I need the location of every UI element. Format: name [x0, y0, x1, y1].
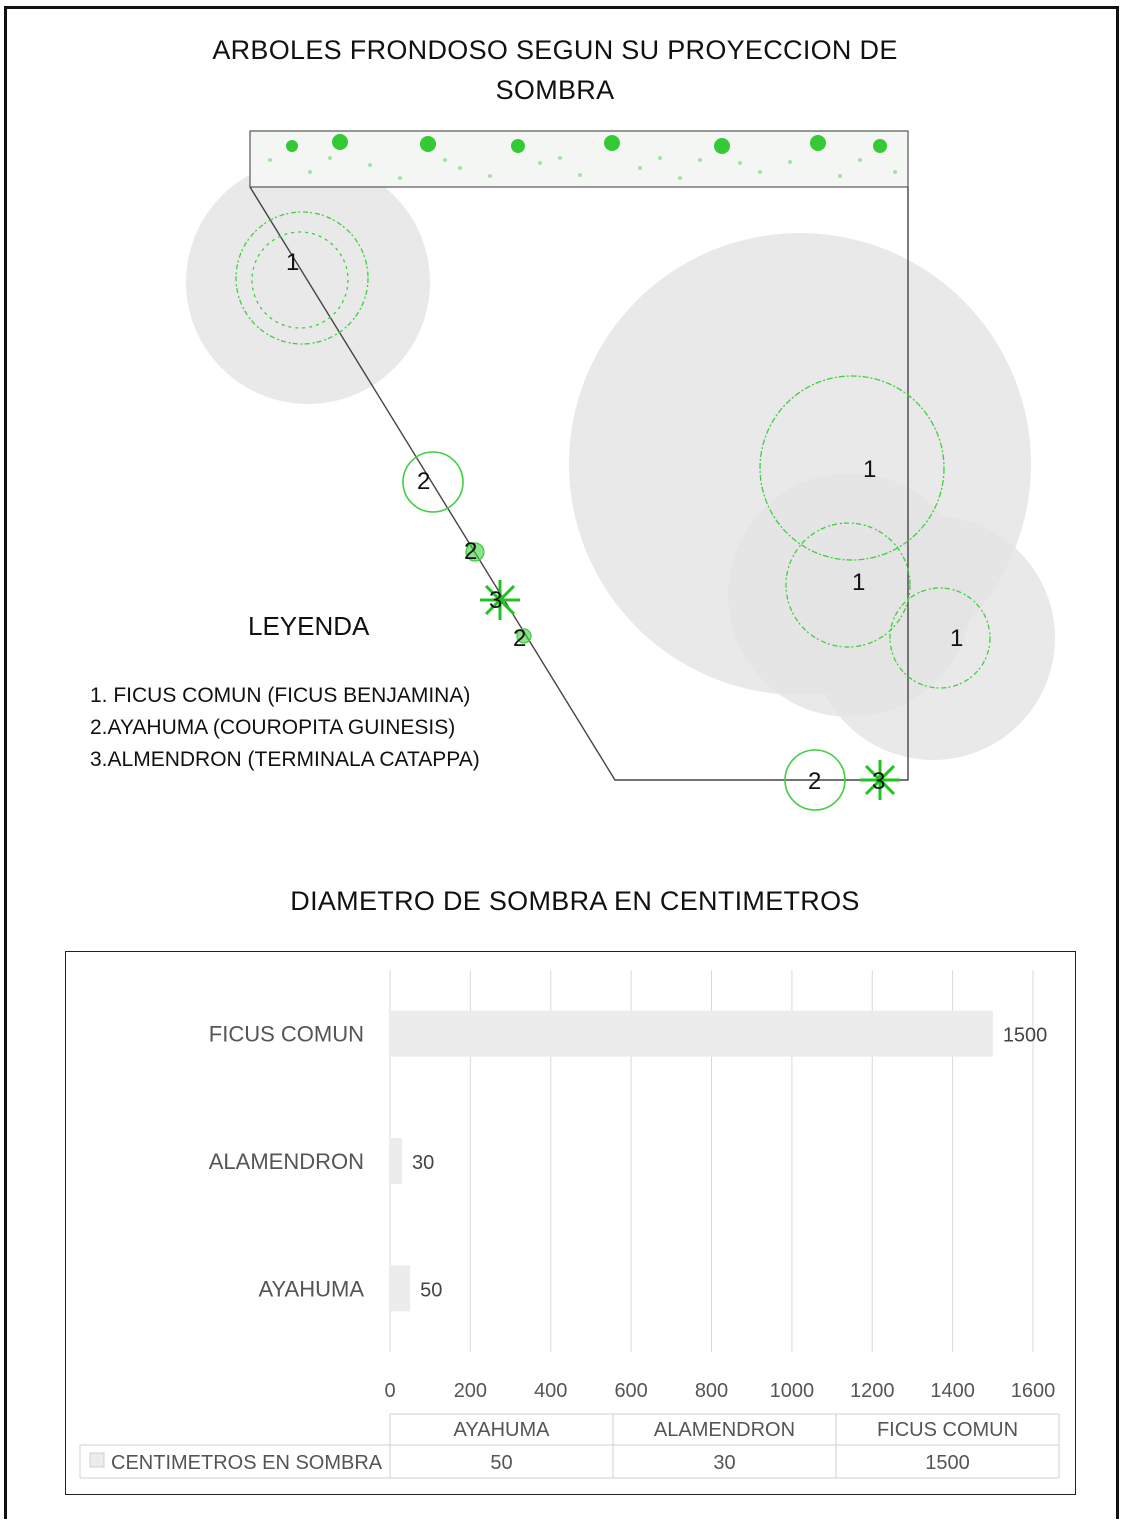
- x-tick-label: 1200: [850, 1380, 895, 1402]
- tree-marker: 2: [464, 538, 477, 565]
- category-label: FICUS COMUN: [209, 1022, 364, 1047]
- data-label: 50: [420, 1279, 442, 1301]
- bar: [390, 1265, 411, 1312]
- ayahuma-canopy: [465, 542, 485, 562]
- bar: [390, 1138, 403, 1184]
- ficus-canopy: [235, 211, 369, 345]
- category-label: ALAMENDRON: [209, 1149, 364, 1174]
- shade-circles: [186, 160, 1055, 760]
- ficus-canopy: [251, 231, 349, 329]
- lot-boundary: [249, 186, 909, 781]
- tree-marker: 1: [852, 569, 865, 596]
- ficus-canopy: [785, 522, 911, 648]
- x-tick-label: 600: [614, 1380, 647, 1402]
- legend-title: LEYENDA: [248, 611, 370, 641]
- data-label: 30: [412, 1152, 434, 1174]
- x-tick-label: 200: [454, 1380, 487, 1402]
- table-header: FICUS COMUN: [877, 1419, 1018, 1441]
- tree-marker: 1: [863, 456, 876, 483]
- tree-markers: 1 1 1 1 2 2 2 2 3 3: [286, 249, 963, 795]
- table-header: AYAHUMA: [454, 1419, 551, 1441]
- tree-canopies: [235, 211, 991, 811]
- data-label: 1500: [1003, 1025, 1048, 1047]
- almendron-canopies: [480, 580, 900, 800]
- chart-title: DIAMETRO DE SOMBRA EN CENTIMETROS: [290, 886, 860, 916]
- tree-marker: 2: [808, 768, 821, 795]
- x-tick-label: 1000: [770, 1380, 815, 1402]
- table-value: 1500: [925, 1452, 970, 1474]
- diagram-title-line2: SOMBRA: [495, 75, 615, 105]
- page-frame: [4, 6, 1119, 1519]
- ayahuma-canopy: [402, 451, 464, 513]
- tree-marker: 3: [872, 768, 885, 795]
- ficus-canopy: [889, 587, 991, 689]
- shade-circle: [811, 516, 1055, 760]
- legend-item: 3.ALMENDRON (TERMINALA CATAPPA): [90, 748, 480, 771]
- ficus-canopy: [759, 375, 945, 561]
- planter-strip: [249, 130, 909, 188]
- diagram-title-line1: ARBOLES FRONDOSO SEGUN SU PROYECCION DE: [212, 35, 898, 65]
- ayahuma-canopy: [516, 628, 532, 644]
- x-tick-label: 0: [384, 1380, 395, 1402]
- legend-swatch: [89, 1452, 105, 1468]
- tree-marker: 3: [489, 587, 502, 614]
- tree-marker: 2: [513, 625, 526, 652]
- tree-marker: 2: [417, 468, 430, 495]
- x-tick-label: 400: [534, 1380, 567, 1402]
- table-value: 50: [490, 1452, 512, 1474]
- ayahuma-canopy: [784, 749, 846, 811]
- x-tick-label: 1600: [1011, 1380, 1056, 1402]
- series-name: CENTIMETROS EN SOMBRA: [111, 1452, 383, 1474]
- category-label: AYAHUMA: [258, 1276, 364, 1301]
- table-value: 30: [713, 1452, 735, 1474]
- bar: [390, 1010, 993, 1057]
- legend-item: 1. FICUS COMUN (FICUS BENJAMINA): [90, 684, 471, 707]
- tree-marker: 1: [950, 625, 963, 652]
- legend-list: 1. FICUS COMUN (FICUS BENJAMINA) 2.AYAHU…: [90, 680, 480, 776]
- table-header: ALAMENDRON: [654, 1419, 795, 1441]
- site-plan: 1 1 1 1 2 2 2 2 3 3: [186, 130, 1055, 811]
- x-tick-label: 800: [695, 1380, 728, 1402]
- x-tick-label: 1400: [930, 1380, 975, 1402]
- tree-marker: 1: [286, 249, 299, 276]
- legend-item: 2.AYAHUMA (COUROPITA GUINESIS): [90, 716, 456, 739]
